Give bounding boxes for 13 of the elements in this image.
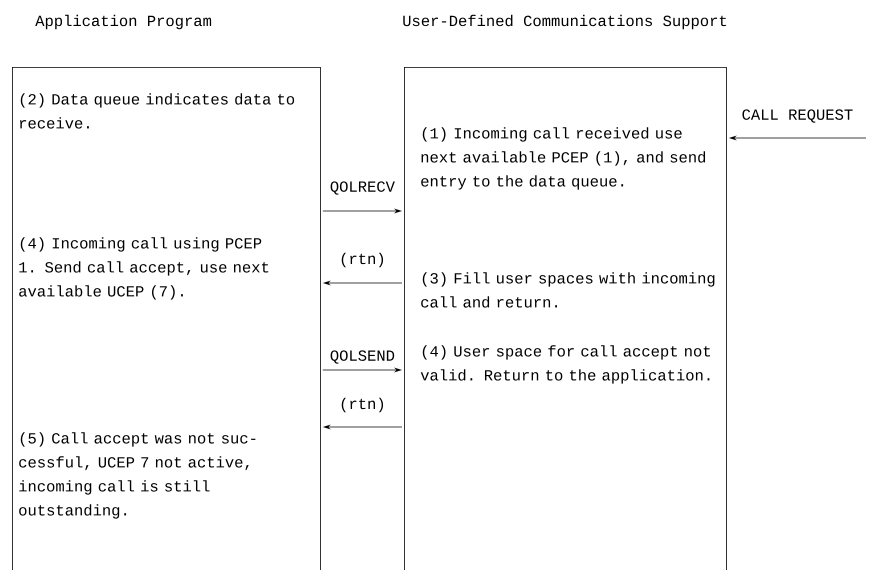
edge-label: (rtn) [342, 252, 384, 268]
edge-label: CALL REQUEST [742, 109, 853, 123]
step-text: (5) Call accept was not suc-cessful, UCEP 7 not active, incoming call is still outstanding. [19, 432, 256, 519]
lane-heading: User-Defined Communications Support [403, 14, 726, 30]
step-text: (4) Incoming call using PCEP 1. Send call accept, use next available UCEP (7). [19, 237, 268, 300]
edge-label: QOLSEND [330, 350, 394, 364]
step-text: (2) Data queue indicates data to receive. [20, 93, 294, 129]
step-text: (4) User space for call accept not valid. Return to the application. [420, 345, 710, 384]
lane-heading: Application Program [35, 14, 212, 30]
step-text: (1) Incoming call received use next available PCEP (1), and send entry to the data queue. [421, 127, 706, 190]
edge-label: (rtn) [342, 398, 384, 412]
edge-label: QOLRECV [330, 181, 395, 195]
step-text: (3) Fill user spaces with incoming call and return. [421, 272, 714, 308]
